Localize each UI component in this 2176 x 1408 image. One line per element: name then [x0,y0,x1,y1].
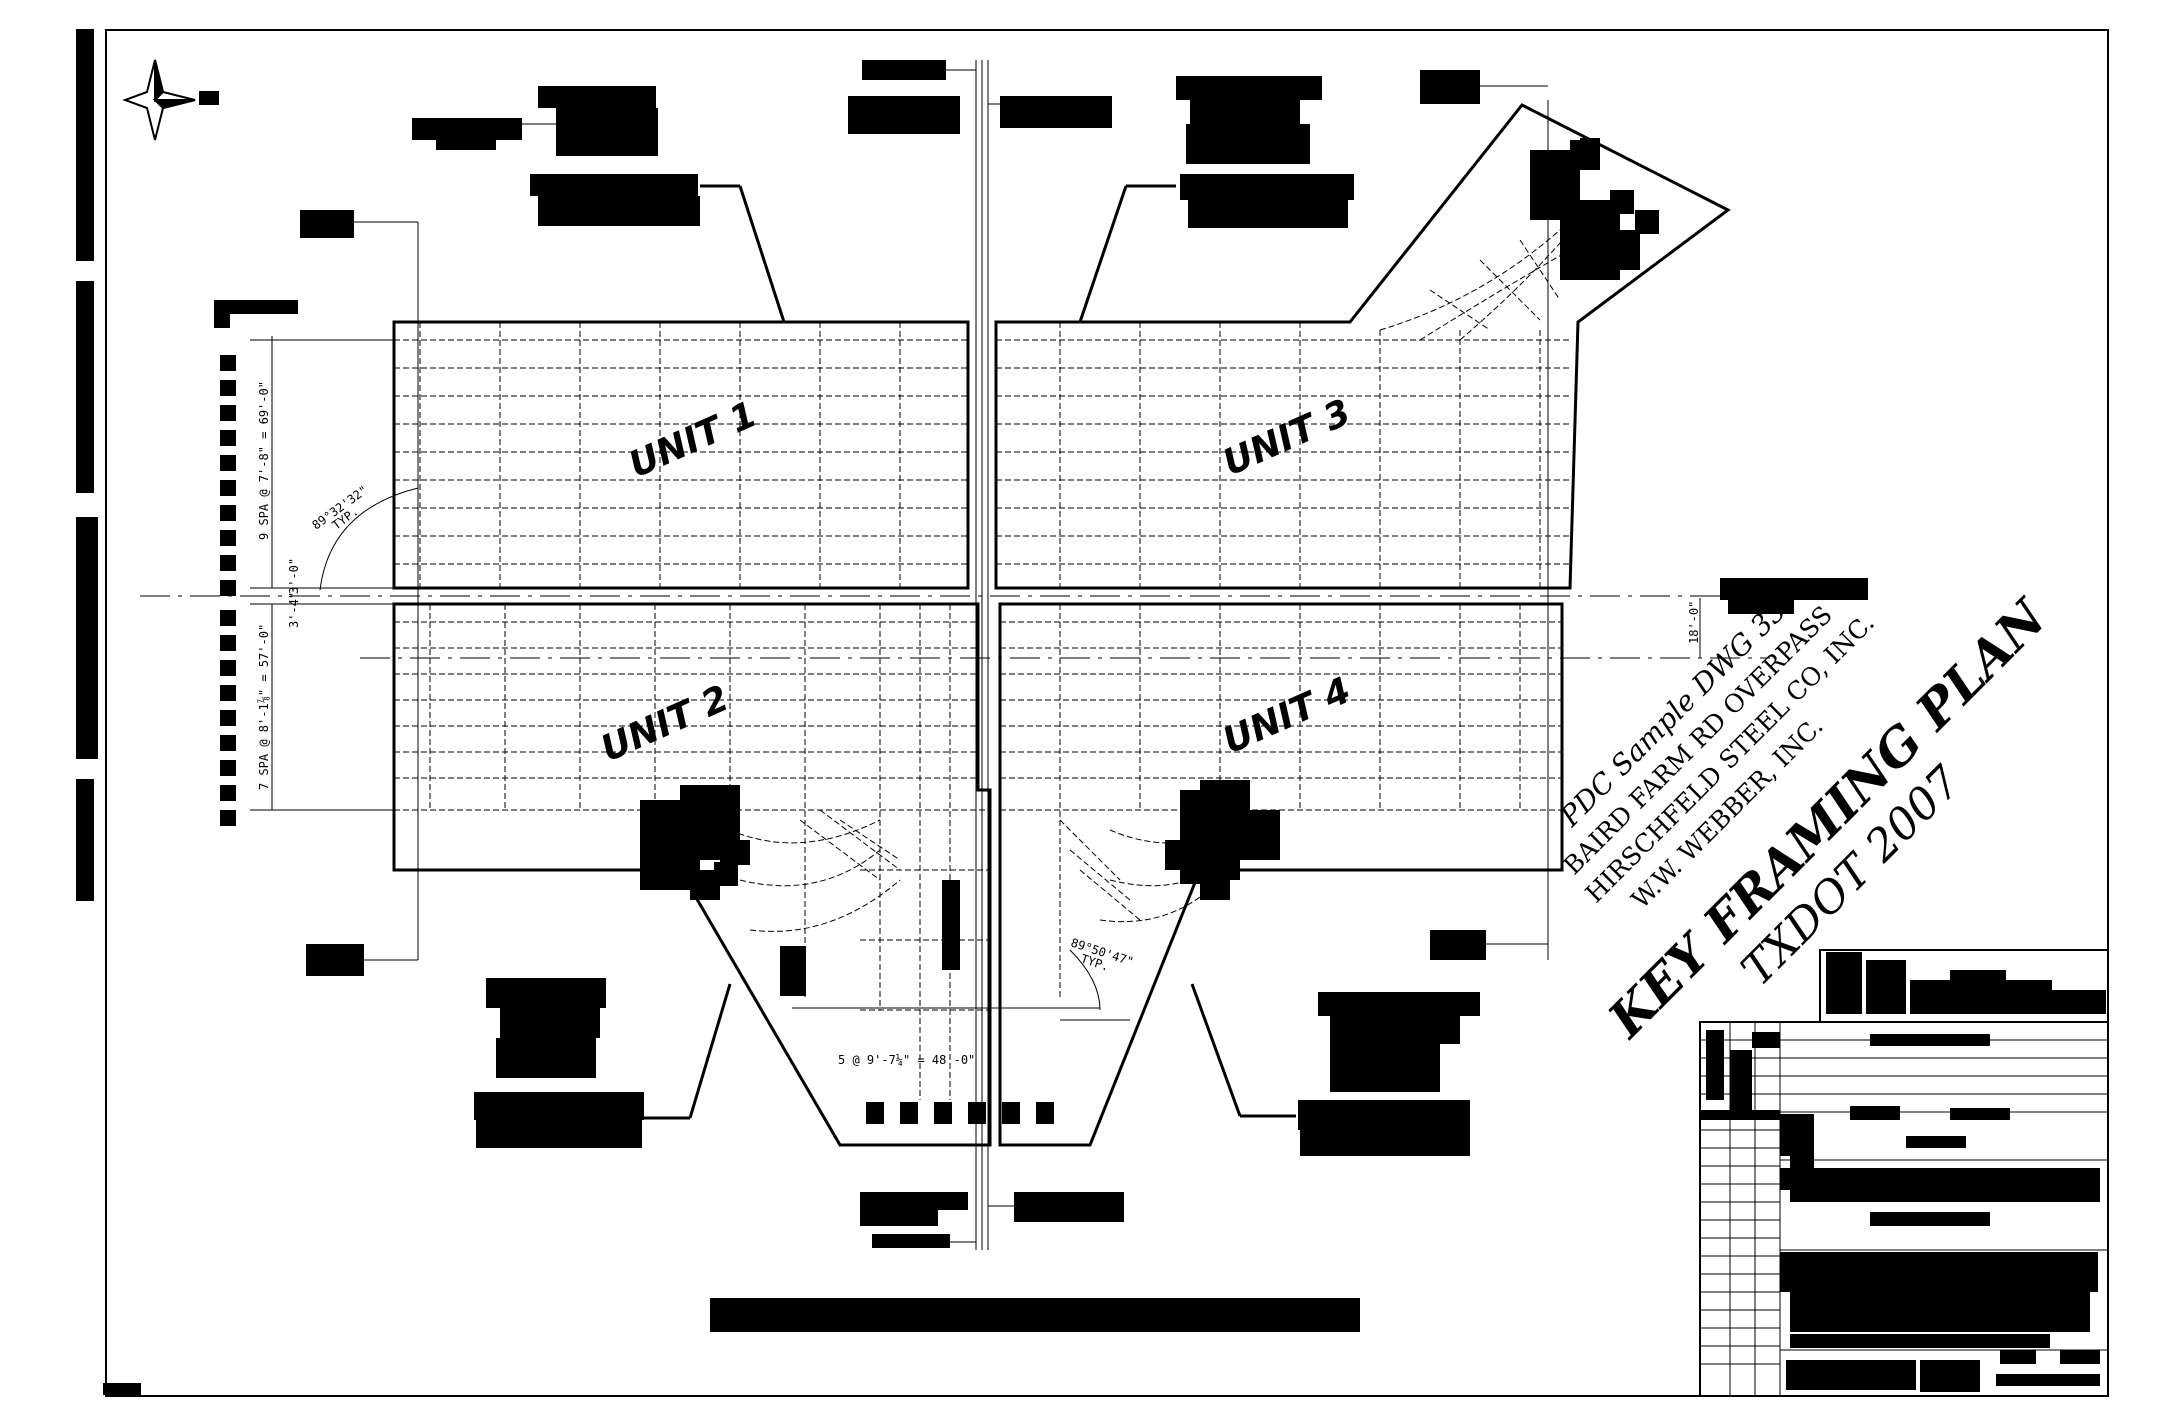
dim-bottom-spacing: 5 @ 9'-7¼" = 48'-0" [838,1053,975,1067]
unit-4-grid [1000,604,1562,1000]
margin-bar [103,1383,141,1395]
unit-1-label: UNIT 1 [623,394,763,486]
unit-3-outline [994,103,1731,590]
left-dimension-lines [250,100,1549,960]
unit-4-outline [998,602,1564,1147]
dim-gap-upper: 3'-0" [287,558,301,594]
dim-unit1-spacing: 9 SPA @ 7'-8" = 69'-0" [257,381,271,540]
margin-bar [76,29,94,261]
unit-1-grid [394,322,968,588]
unit-3-grid [996,219,1581,588]
margin-bar [76,517,98,759]
leader-lines [642,184,1296,1120]
dim-gap-lower: 3'-4" [287,592,301,628]
unit-2-outline [392,602,992,1147]
title-block-redactions [1700,952,2106,1392]
left-dimension-stack [214,300,298,826]
unit-4-label: UNIT 4 [1217,670,1357,762]
unit-2-redaction [640,785,960,996]
thin-leaders [354,69,1701,1243]
north-arrow-icon [122,59,219,141]
margin-bar [76,779,94,901]
pile-markers [866,1102,1054,1124]
unit-3-redaction [1530,138,1659,280]
unit-3-label: UNIT 3 [1217,392,1357,484]
unit-1-outline [392,320,970,590]
label-redactions [300,60,1868,1332]
unit-2-label: UNIT 2 [595,678,735,770]
margin-bar [76,281,94,493]
dim-unit2-spacing: 7 SPA @ 8'-1⅞" = 57'-0" [257,624,271,790]
dim-offset-right: 18'-0" [1687,601,1701,644]
sheet-border [105,29,2109,1397]
unit-4-redaction [1165,780,1280,900]
